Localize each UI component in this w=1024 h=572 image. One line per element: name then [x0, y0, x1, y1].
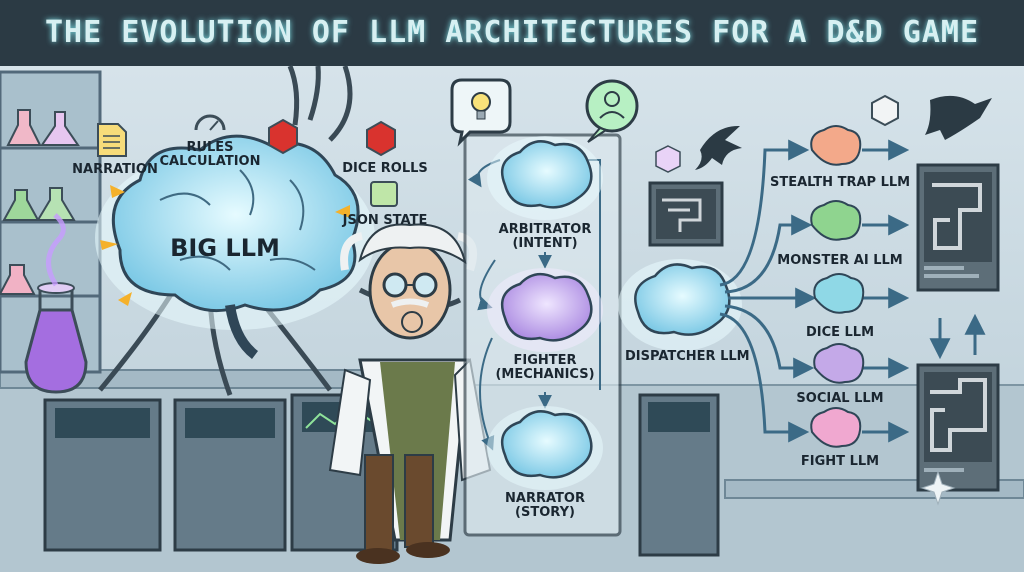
game-map-screen-top — [916, 163, 1000, 292]
social-llm-brain — [813, 343, 865, 384]
specialist-label-dice: DICE LLM — [805, 325, 875, 340]
dragon-icon — [695, 95, 992, 170]
big-llm-label: BIG LLM — [170, 234, 280, 262]
document-icon — [97, 123, 127, 157]
fighter-brain — [487, 268, 603, 352]
task-label-narration: NARRATION — [72, 162, 158, 177]
user-icon — [585, 79, 639, 143]
json-brackets-icon — [370, 181, 398, 207]
diagram-title: THE EVOLUTION OF LLM ARCHITECTURES FOR A… — [0, 0, 1024, 66]
game-map-screen-bottom — [916, 363, 1000, 492]
task-label-dice-rolls: DICE ROLLS — [342, 161, 428, 176]
stealth-trap-brain — [810, 125, 862, 166]
arbitrator-brain — [487, 136, 603, 220]
gauge-icon — [194, 114, 226, 131]
stage-label-arbitrator: ARBITRATOR (INTENT) — [498, 222, 592, 251]
stage-label-fighter: FIGHTER (MECHANICS) — [495, 353, 595, 382]
spark-effects — [100, 185, 350, 306]
purple-flask — [24, 213, 88, 394]
big-llm-brain — [95, 134, 375, 359]
monster-ai-brain — [810, 200, 862, 241]
professor-figure — [328, 223, 492, 564]
dispatch-arrows — [719, 139, 986, 443]
narrator-brain — [487, 406, 603, 490]
dice-llm-brain — [813, 273, 865, 314]
map-screen-small — [648, 181, 724, 247]
d20-icon — [268, 94, 899, 157]
fight-llm-brain — [810, 407, 862, 448]
task-label-json-state: JSON STATE — [342, 213, 428, 228]
dice-icon-small — [655, 145, 681, 173]
specialist-label-monster-ai: MONSTER AI LLM — [777, 253, 903, 268]
specialist-label-fight: FIGHT LLM — [800, 454, 880, 469]
sparkle-icon — [920, 470, 956, 506]
specialist-label-stealth-trap: STEALTH TRAP LLM — [770, 175, 911, 190]
dispatcher-label: DISPATCHER LLM — [625, 349, 750, 364]
task-label-rules-calculation: RULES CALCULATION — [159, 140, 261, 169]
stage-label-narrator: NARRATOR (STORY) — [505, 491, 585, 520]
lightbulb-icon — [450, 78, 512, 147]
dispatcher-brain — [618, 259, 742, 351]
specialist-label-social: SOCIAL LLM — [796, 391, 884, 406]
